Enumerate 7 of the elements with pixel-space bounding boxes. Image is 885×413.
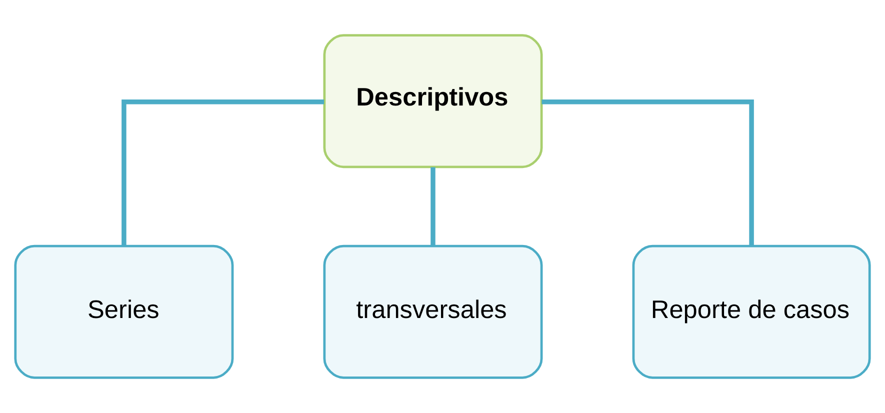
node-box: Descriptivos [323,34,543,168]
node-box: Series [14,244,234,379]
node-box: Reporte de casos [632,244,871,379]
connector [542,100,754,246]
connector [122,100,324,246]
connector [430,167,436,246]
node-box: transversales [323,244,543,379]
